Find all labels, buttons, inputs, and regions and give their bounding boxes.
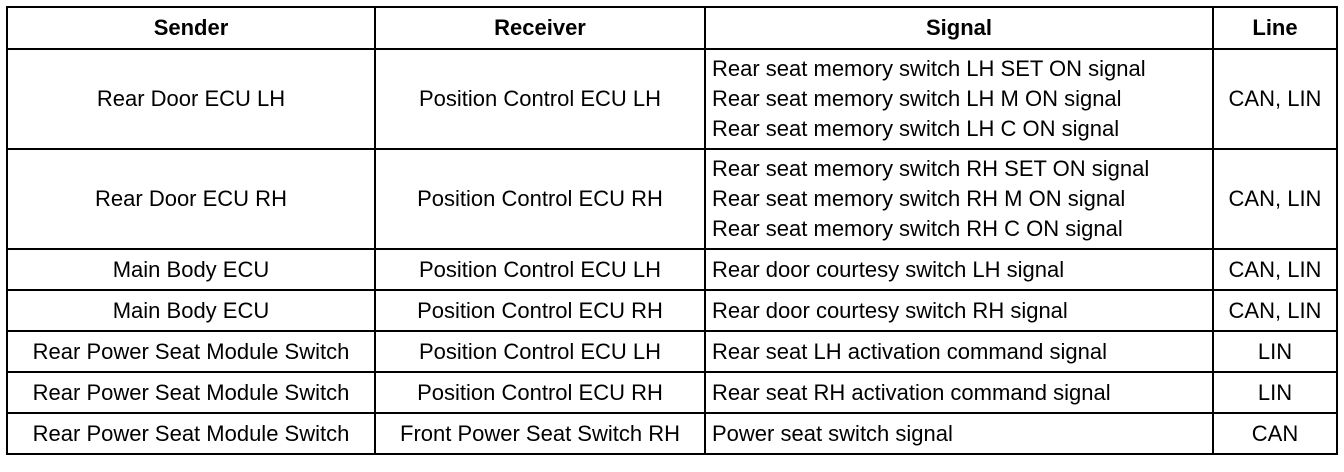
signal-cell: Rear seat LH activation command signal [704, 330, 1214, 373]
signal-cell: Rear seat RH activation command signal [704, 371, 1214, 414]
header-receiver: Receiver [374, 6, 706, 50]
receiver-cell: Position Control ECU LH [374, 48, 706, 150]
table-row: Rear Door ECU RH Position Control ECU RH… [6, 148, 1338, 250]
signal-line: Rear seat memory switch RH C ON signal [712, 216, 1123, 241]
table-row: Main Body ECU Position Control ECU LH Re… [6, 248, 1338, 291]
table-row: Main Body ECU Position Control ECU RH Re… [6, 289, 1338, 332]
table-row: Rear Door ECU LH Position Control ECU LH… [6, 48, 1338, 150]
signal-line: Rear seat memory switch LH SET ON signal [712, 56, 1146, 81]
signal-cell: Rear door courtesy switch LH signal [704, 248, 1214, 291]
line-cell: CAN, LIN [1212, 48, 1338, 150]
signal-line: Rear seat memory switch LH C ON signal [712, 116, 1120, 141]
sender-cell: Rear Power Seat Module Switch [6, 371, 376, 414]
line-cell: CAN, LIN [1212, 289, 1338, 332]
header-row: Sender Receiver Signal Line [6, 6, 1338, 50]
sender-cell: Rear Power Seat Module Switch [6, 330, 376, 373]
sender-cell: Rear Power Seat Module Switch [6, 412, 376, 455]
receiver-cell: Front Power Seat Switch RH [374, 412, 706, 455]
receiver-cell: Position Control ECU RH [374, 371, 706, 414]
communication-table: Sender Receiver Signal Line Rear Door EC… [6, 6, 1338, 455]
receiver-cell: Position Control ECU RH [374, 148, 706, 250]
signal-line: Rear seat memory switch RH M ON signal [712, 186, 1126, 211]
table-body: Rear Door ECU LH Position Control ECU LH… [6, 48, 1338, 455]
header-signal: Signal [704, 6, 1214, 50]
signal-line: Rear seat memory switch RH SET ON signal [712, 156, 1150, 181]
receiver-cell: Position Control ECU RH [374, 289, 706, 332]
table-row: Rear Power Seat Module Switch Position C… [6, 371, 1338, 414]
signal-cell: Rear seat memory switch RH SET ON signal… [704, 148, 1214, 250]
signal-cell: Rear door courtesy switch RH signal [704, 289, 1214, 332]
sender-cell: Main Body ECU [6, 289, 376, 332]
sender-cell: Rear Door ECU RH [6, 148, 376, 250]
line-cell: CAN, LIN [1212, 248, 1338, 291]
sender-cell: Rear Door ECU LH [6, 48, 376, 150]
signal-cell: Power seat switch signal [704, 412, 1214, 455]
header-sender: Sender [6, 6, 376, 50]
sender-cell: Main Body ECU [6, 248, 376, 291]
line-cell: LIN [1212, 371, 1338, 414]
table-row: Rear Power Seat Module Switch Position C… [6, 330, 1338, 373]
receiver-cell: Position Control ECU LH [374, 248, 706, 291]
header-line: Line [1212, 6, 1338, 50]
line-cell: CAN, LIN [1212, 148, 1338, 250]
signal-line: Rear seat memory switch LH M ON signal [712, 86, 1122, 111]
signal-cell: Rear seat memory switch LH SET ON signal… [704, 48, 1214, 150]
line-cell: CAN [1212, 412, 1338, 455]
receiver-cell: Position Control ECU LH [374, 330, 706, 373]
line-cell: LIN [1212, 330, 1338, 373]
table-row: Rear Power Seat Module Switch Front Powe… [6, 412, 1338, 455]
